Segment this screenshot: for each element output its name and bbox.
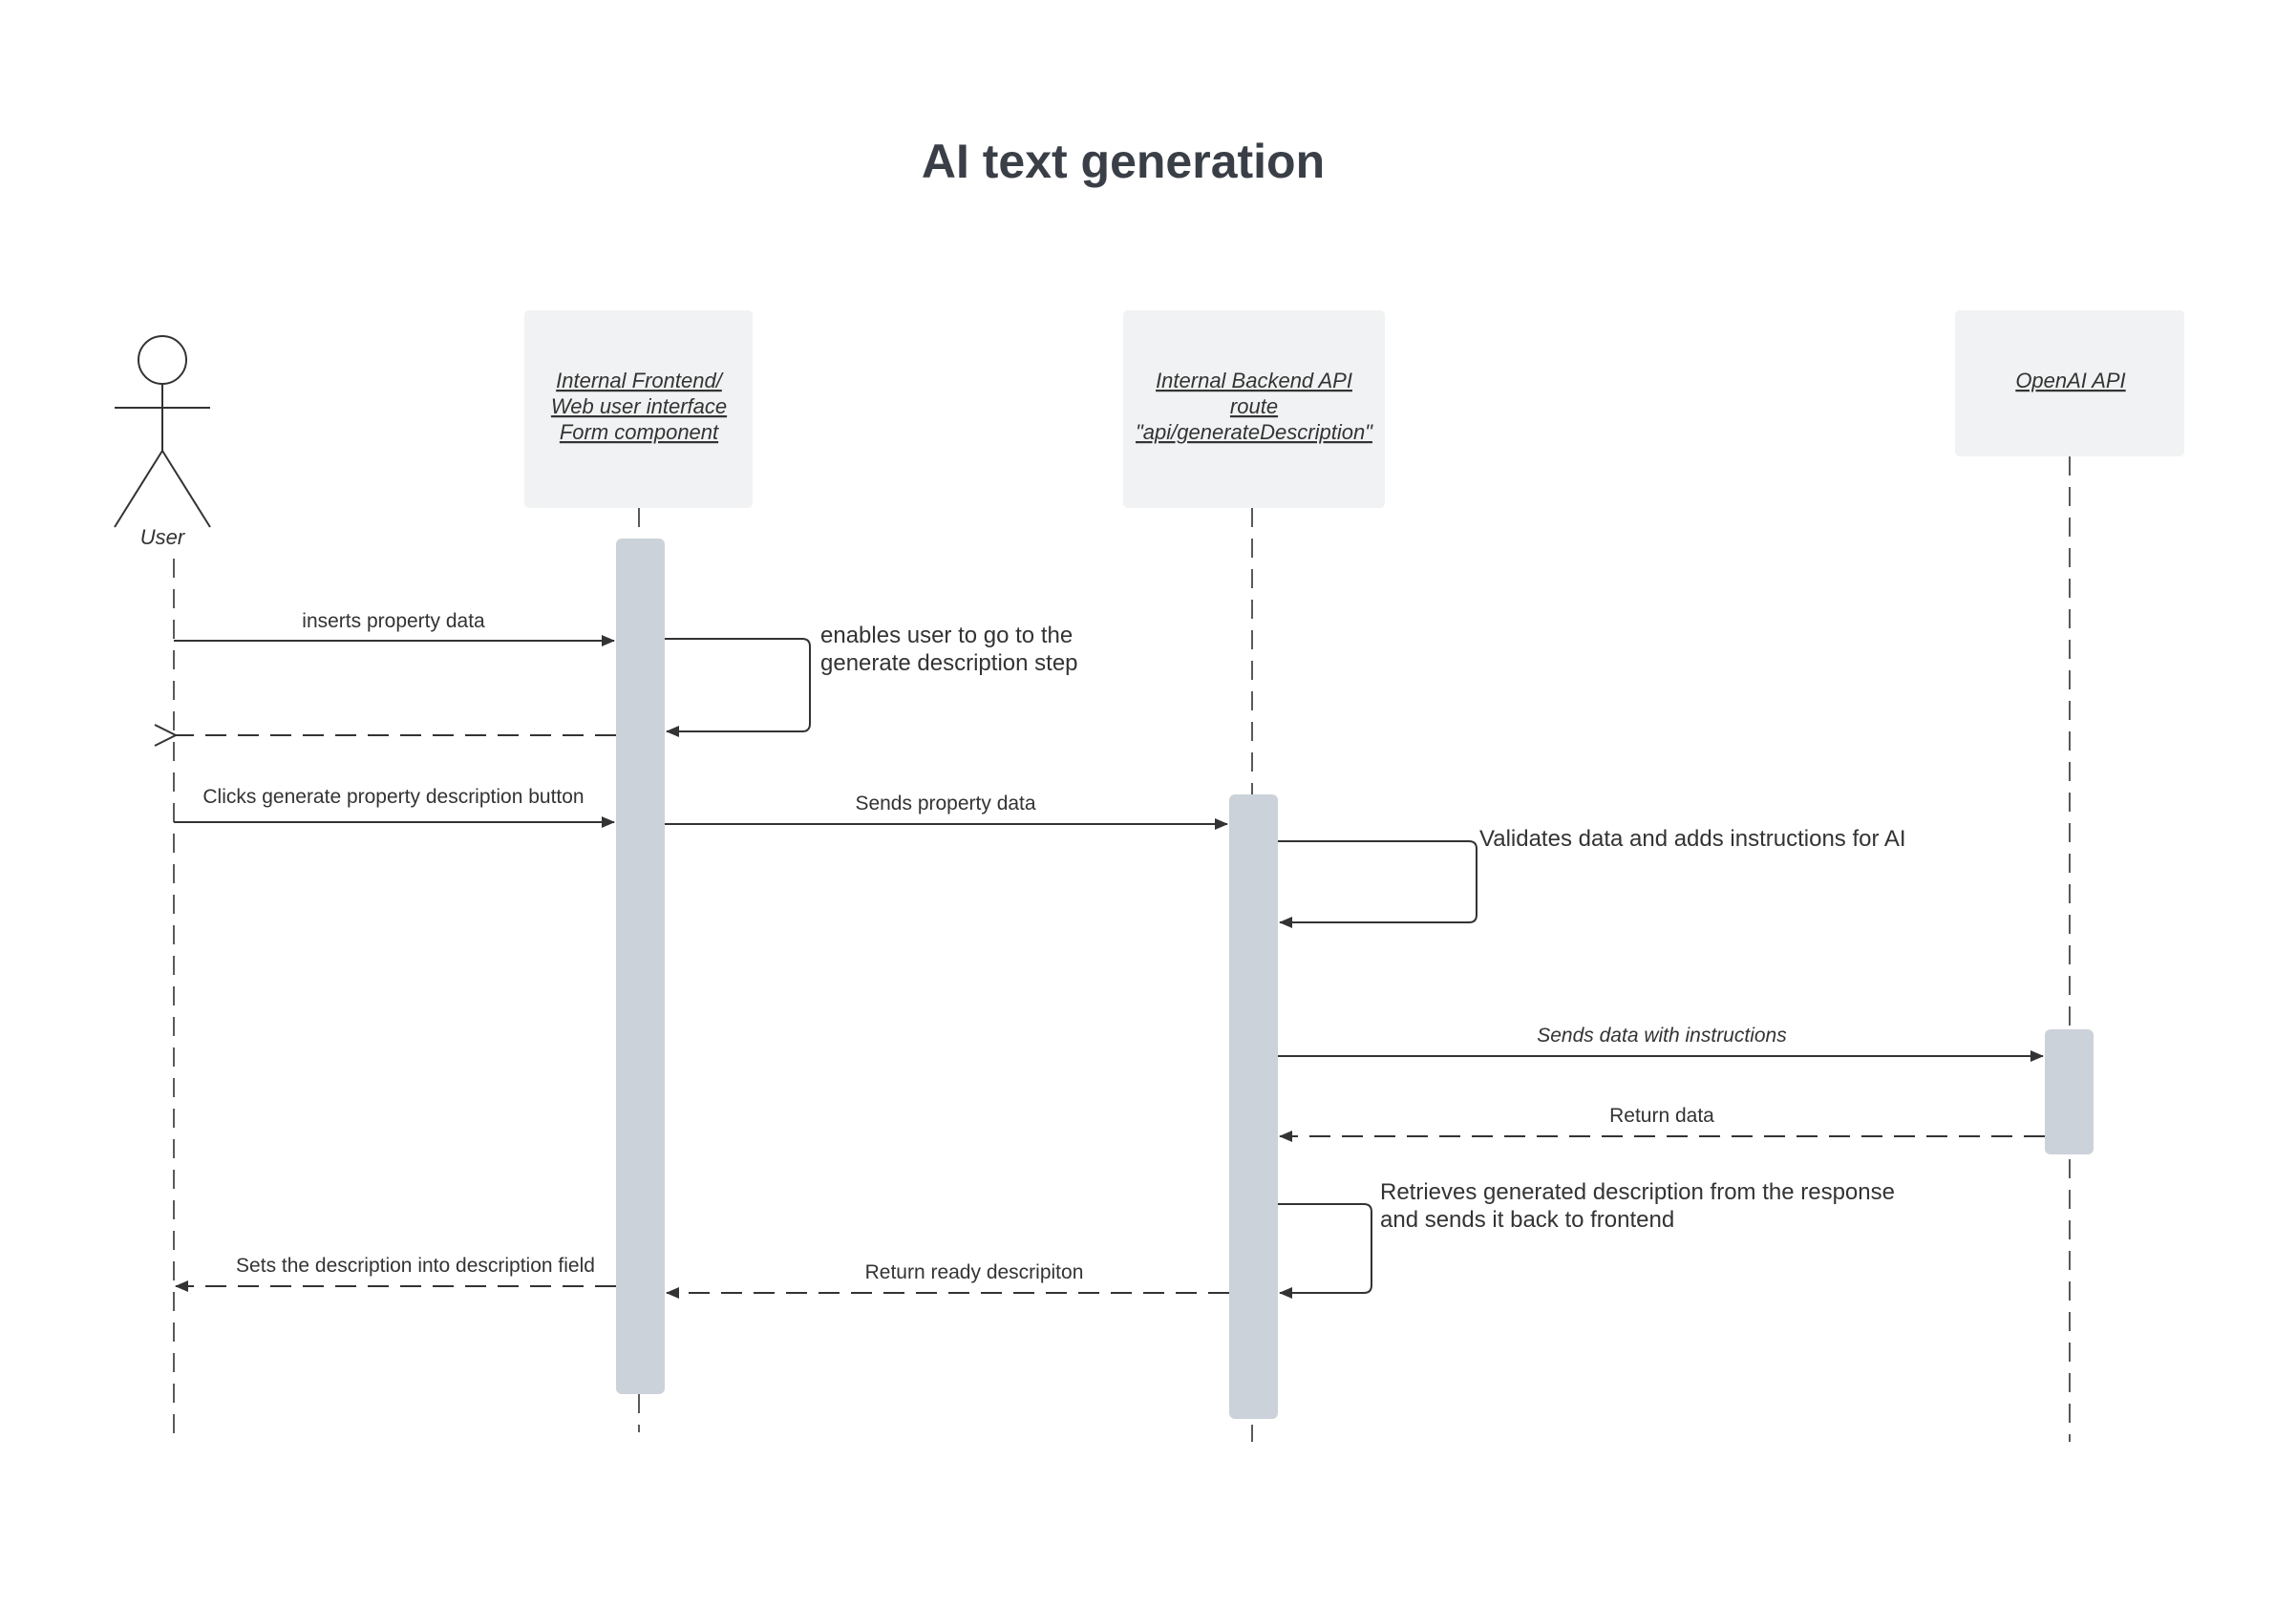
participant-backend: Internal Backend API route "api/generate… [1123, 310, 1385, 508]
participant-backend-box [1123, 310, 1385, 508]
participant-frontend-line-1: Internal Frontend/ [556, 369, 724, 392]
note-enables-user-line-2: generate description step [820, 650, 1078, 676]
message-label-sends-property-data: Sends property data [855, 793, 1035, 815]
actor-head [138, 335, 187, 385]
note-enables-user-line-1: enables user to go to the [820, 623, 1073, 648]
message-arrow-retrieves-description-self [1278, 1203, 1372, 1299]
message-label-return-ready-description: Return ready descripiton [865, 1261, 1084, 1283]
message-label-sets-description: Sets the description into description fi… [236, 1255, 595, 1277]
participant-frontend: Internal Frontend/ Web user interface Fo… [524, 310, 753, 508]
participant-openai: OpenAI API [1955, 310, 2184, 456]
note-retrieves-description-line-1: Retrieves generated description from the… [1380, 1179, 1895, 1205]
note-retrieves-description-line-2: and sends it back to frontend [1380, 1207, 1674, 1233]
message-label-sends-data-with-instructions: Sends data with instructions [1537, 1025, 1787, 1047]
participant-openai-box [1955, 310, 2184, 456]
actor-label-user: User [140, 525, 186, 549]
actor-left-leg [114, 450, 163, 528]
participant-frontend-line-3: Form component [560, 420, 719, 444]
participant-backend-line-1: Internal Backend API [1156, 369, 1352, 392]
participant-openai-line-1: OpenAI API [2015, 369, 2125, 392]
participant-frontend-box [524, 310, 753, 508]
diagram-title: AI text generation [922, 135, 1325, 188]
participant-frontend-line-2: Web user interface [551, 394, 727, 418]
participant-backend-line-2: route [1230, 394, 1278, 418]
actor-right-leg [161, 450, 211, 528]
message-arrow-validates-data-self [1278, 840, 1478, 928]
message-label-clicks-generate: Clicks generate property description but… [202, 786, 584, 808]
message-label-return-data: Return data [1609, 1105, 1714, 1127]
activation-openai [2045, 1029, 2094, 1154]
participant-backend-line-3: "api/generateDescription" [1136, 420, 1373, 444]
message-arrow-enables-user-self [665, 638, 811, 737]
activation-backend [1229, 794, 1278, 1419]
actor-user: User [114, 335, 211, 549]
message-label-inserts-property-data: inserts property data [302, 610, 485, 632]
activation-frontend [616, 539, 665, 1394]
note-validates-data: Validates data and adds instructions for… [1479, 826, 1906, 852]
